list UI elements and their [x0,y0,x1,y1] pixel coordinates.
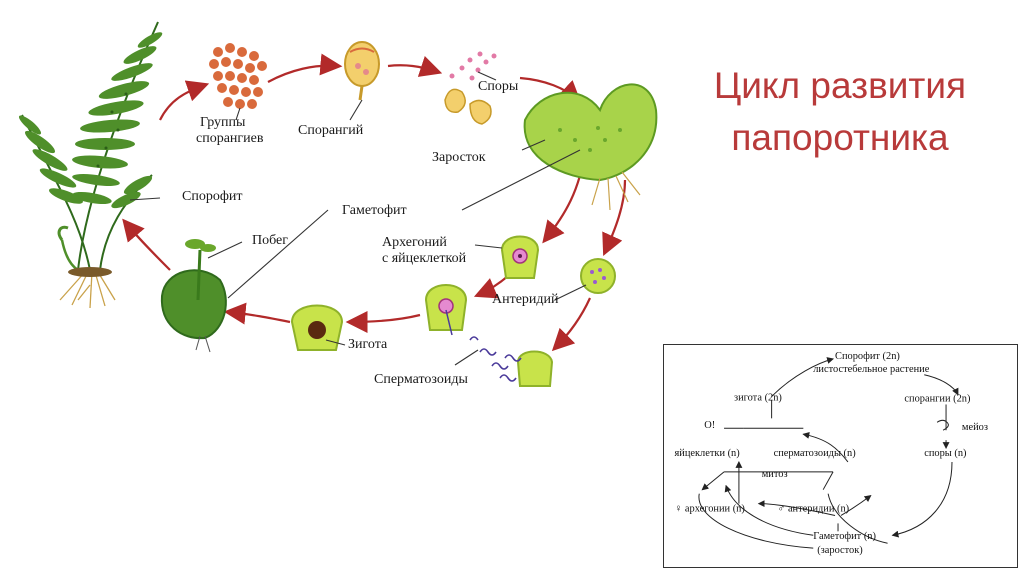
scheme-sporophyte-desc: листостебельное растение [813,364,929,375]
label-sporangia-groups-line2: спорангиев [196,131,264,146]
label-leaders [129,71,587,366]
scheme-eggs: яйцеклетки (n) [674,448,739,459]
scheme-gametophyte-desc: (заросток) [817,545,863,556]
label-sporangia-groups-line1: Группы [200,115,246,130]
label-sporophyte: Спорофит [182,189,243,204]
prothallus-image [523,83,658,211]
scheme-fertilization: О! [704,420,715,431]
arrow-sporangium-to-spores [387,56,443,77]
scheme-sporophyte: Спорофит (2n) [835,351,900,362]
scheme-archegonia: ♀ архегонии (n) [674,504,744,515]
spermatozoids-image [469,336,554,387]
arrow-zygote-to-young-plant [223,302,291,325]
scheme-gametophyte: Гаметофит (n) [813,531,876,542]
label-prothallus: Заросток [432,150,486,165]
arrow-prothallus-to-antheridium [602,179,627,257]
antheridium-image [580,258,616,294]
arrow-sporophyte-to-groups [159,80,210,121]
scheme-antheridia: ♂ антеридии (n) [778,504,850,515]
spores-image [444,51,497,125]
title-line-1: Цикл развития [713,65,967,106]
label-antheridium: Антеридий [492,292,559,307]
archegonium-image [500,235,540,279]
fern-life-cycle-illustration: Группы спорангиев Спорангий Споры Зарост… [18,21,658,387]
label-sporangium: Спорангий [298,123,364,138]
title-line-2: папоротника [731,117,949,158]
young-sporophyte-image [160,239,227,353]
fertilized-archegonium-image [424,284,468,336]
label-spores: Споры [478,79,519,94]
sporangium-image [344,41,380,101]
label-spermatozoids: Сперматозоиды [374,372,468,387]
scheme-spores: споры (n) [924,448,966,459]
arrow-groups-to-sporangium [267,53,343,83]
page-title: Цикл развития папоротника [670,60,1010,164]
sporangia-groups-image [209,43,267,109]
label-shoot: Побег [252,233,288,248]
life-cycle-scheme: Спорофит (2n) листостебельное растение с… [663,344,1018,568]
arrow-antheridium-to-sperm [551,297,592,352]
sporophyte-fern-image [18,21,163,309]
scheme-sporangia: спорангии (2n) [904,393,970,404]
scheme-meiosis: мейоз [962,422,988,433]
scheme-zygote: зигота (2n) [734,393,782,404]
label-zygote: Зигота [348,337,388,352]
label-gametophyte: Гаметофит [342,203,407,218]
arrow-young-plant-to-sporophyte [122,218,171,271]
zygote-image [290,304,344,351]
scheme-mitosis: митоз [762,469,788,480]
scheme-sperm: сперматозоиды (n) [774,448,856,459]
scheme-cycle-lines [698,357,959,549]
label-archegonium-line1: Архегоний [382,235,447,250]
label-archegonium-line2: с яйцеклеткой [382,251,467,266]
arrow-fertilized-to-zygote [345,310,421,333]
